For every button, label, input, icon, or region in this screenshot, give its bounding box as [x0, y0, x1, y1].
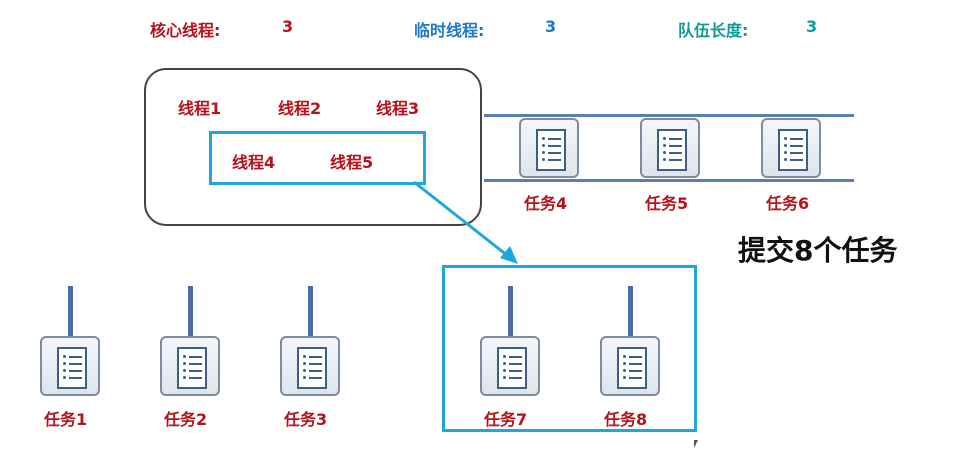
temp-threads-label: 临时线程: [414, 21, 485, 40]
task-label-2: 任务2 [164, 410, 208, 429]
temp-threads-value: 3 [545, 17, 557, 36]
task-label-8: 任务8 [604, 410, 648, 429]
task-label-7: 任务7 [484, 410, 528, 429]
thread-3: 线程3 [376, 99, 420, 118]
task-document-icon [40, 336, 100, 396]
temp-tasks-box [442, 265, 697, 432]
task-label-3: 任务3 [284, 410, 328, 429]
thread-1: 线程1 [178, 99, 222, 118]
mouse-cursor-icon [694, 440, 698, 448]
task-document-icon [480, 336, 540, 396]
task-stem [628, 286, 633, 338]
queue-rail-top [484, 114, 854, 117]
temp-threads-box [209, 131, 426, 185]
task-document-icon [519, 118, 579, 178]
task-stem [68, 286, 73, 338]
task-label-4: 任务4 [524, 194, 568, 213]
task-label-5: 任务5 [645, 194, 689, 213]
thread-4: 线程4 [232, 153, 276, 172]
task-document-icon [280, 336, 340, 396]
task-document-icon [600, 336, 660, 396]
task-stem [508, 286, 513, 338]
submit-note: 提交8个任务 [738, 234, 898, 267]
queue-length-label: 队伍长度: [678, 21, 749, 40]
task-stem [188, 286, 193, 338]
thread-2: 线程2 [278, 99, 322, 118]
thread-5: 线程5 [330, 153, 374, 172]
queue-length-value: 3 [806, 17, 818, 36]
queue-rail-bottom [484, 179, 854, 182]
task-document-icon [640, 118, 700, 178]
task-document-icon [160, 336, 220, 396]
task-label-1: 任务1 [44, 410, 88, 429]
task-label-6: 任务6 [766, 194, 810, 213]
task-document-icon [761, 118, 821, 178]
core-threads-value: 3 [282, 17, 294, 36]
core-threads-label: 核心线程: [150, 21, 221, 40]
task-stem [308, 286, 313, 338]
